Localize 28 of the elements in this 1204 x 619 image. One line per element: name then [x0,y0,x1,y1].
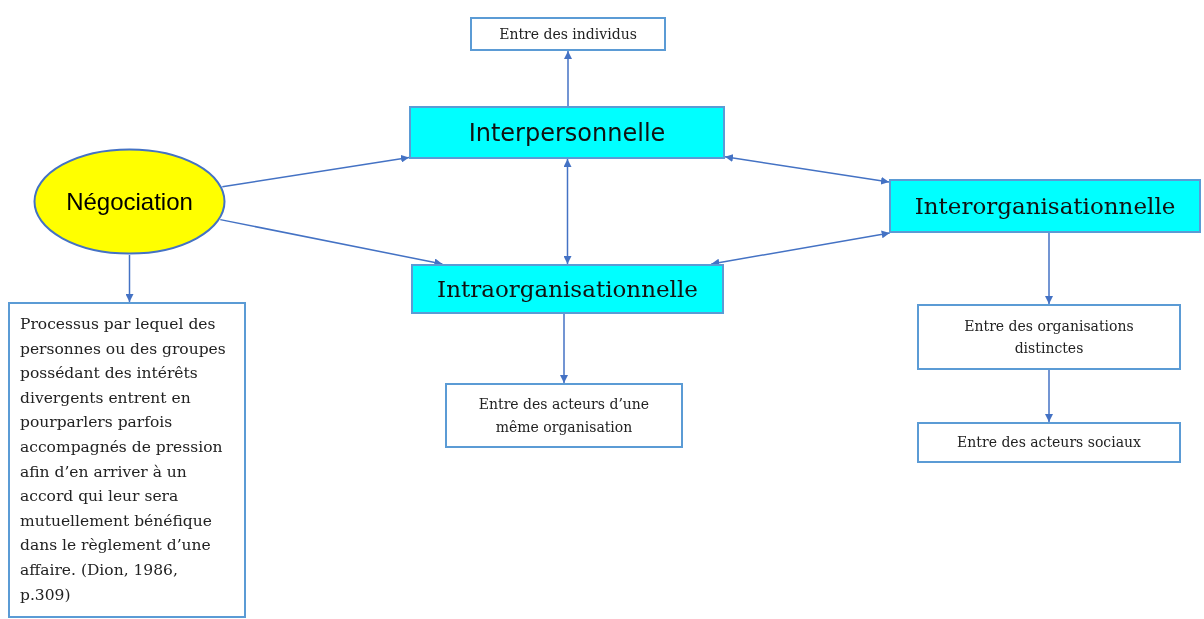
arrow [560,313,568,384]
arrow [563,158,572,265]
arrow [125,254,134,303]
arrow [219,218,444,267]
node-label: Processus par lequel des personnes ou des groupes possédant des intérêts divergents entrent en pourparlers parfois accompagnés de pression afin d’en arriver à un accord qui leur sera mutuellement bénéfique dans le règlement d’une affaire. (Dion, 1986, p.309) [20,314,227,606]
oval-node [33,148,226,255]
process-box [409,106,725,159]
node-label: Intraorganisationnelle [437,276,698,302]
node-label: Interpersonnelle [468,118,666,147]
process-box [917,422,1181,463]
node-label: Négociation [66,187,193,216]
process-box [889,179,1201,233]
process-box [917,304,1181,370]
node-label: Entre des acteurs d’une même organisation [477,395,651,437]
node-label: Interorganisationnelle [914,193,1176,219]
process-box [411,264,724,314]
arrow [564,50,572,107]
arrow [724,154,890,185]
arrow [1045,232,1053,305]
process-box [470,17,666,51]
node-label: Entre des organisations distinctes [963,316,1135,358]
arrow [221,154,410,188]
arrow [710,230,891,267]
node-label: Entre des acteurs sociaux [957,433,1141,453]
process-box [445,383,683,448]
node-label: Entre des individus [499,24,637,44]
arrow [1045,369,1053,423]
process-box [8,302,246,618]
